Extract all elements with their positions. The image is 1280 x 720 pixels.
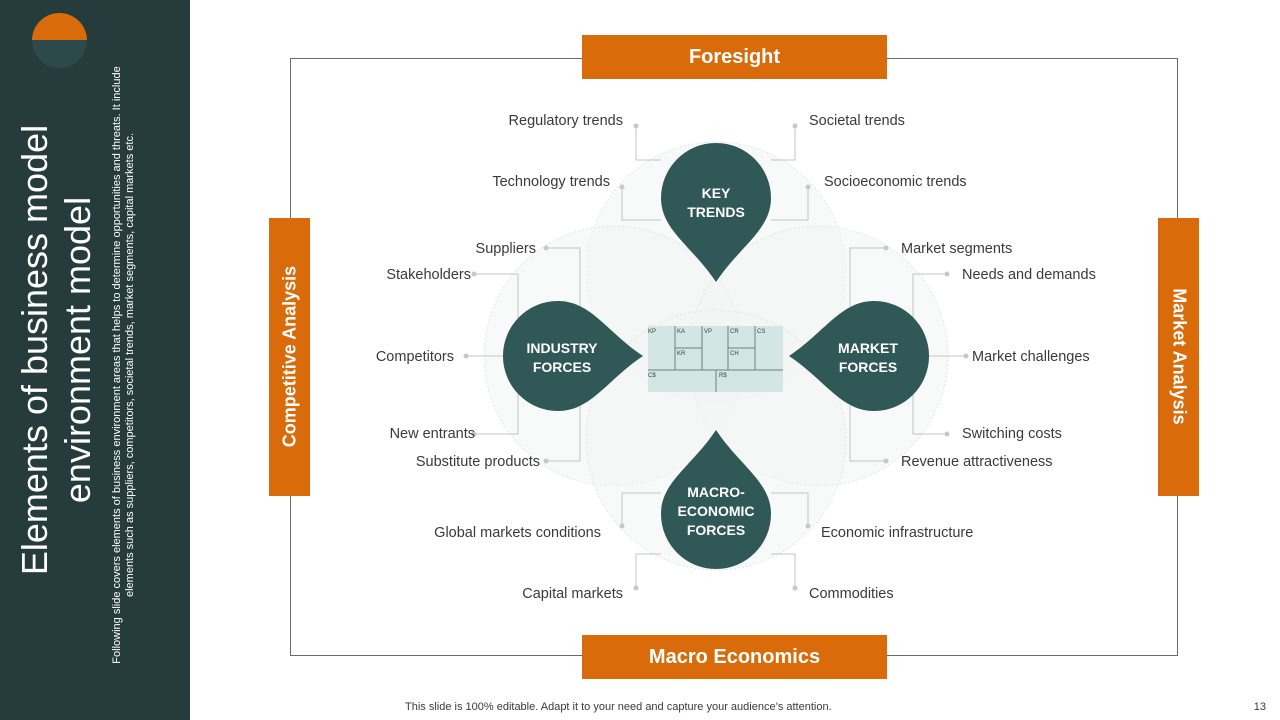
connector-dots	[463, 123, 969, 591]
label-socioeconomic-trends: Socioeconomic trends	[824, 174, 967, 190]
label-market-segments: Market segments	[901, 241, 1013, 257]
drop-macroeconomic-forces	[661, 430, 771, 569]
canvas-cost: C$	[648, 373, 656, 379]
market-analysis-label: Market Analysis	[1169, 288, 1190, 425]
key-trends-line1: KEY	[702, 185, 731, 201]
foresight-bar: Foresight	[582, 35, 887, 79]
label-capital-markets: Capital markets	[522, 586, 623, 602]
label-technology-trends: Technology trends	[492, 174, 610, 190]
label-global-markets-conditions: Global markets conditions	[434, 525, 601, 541]
canvas-cr: CR	[730, 329, 739, 335]
label-revenue-attractiveness: Revenue attractiveness	[901, 454, 1053, 470]
market-forces-line2: FORCES	[839, 359, 897, 375]
label-competitors: Competitors	[375, 349, 454, 365]
drop-industry-forces	[502, 301, 643, 412]
canvas-cs: CS	[757, 329, 765, 335]
label-needs-and-demands: Needs and demands	[962, 267, 1096, 283]
industry-forces-line2: FORCES	[533, 359, 591, 375]
market-forces-line1: MARKET	[838, 340, 898, 356]
footer-note: This slide is 100% editable. Adapt it to…	[405, 701, 832, 713]
competitive-analysis-label: Competitive Analysis	[279, 265, 300, 448]
decorative-circle-icon	[32, 13, 87, 68]
canvas-ka: KA	[677, 329, 685, 335]
label-stakeholders: Stakeholders	[386, 267, 471, 283]
label-new-entrants: New entrants	[389, 426, 475, 442]
label-regulatory-trends: Regulatory trends	[508, 113, 623, 129]
business-model-canvas-icon: KP KA VP CR CS KR CH C$ R$	[648, 326, 783, 392]
key-trends-line2: TRENDS	[687, 204, 745, 220]
canvas-revenue: R$	[719, 373, 727, 379]
page-number: 13	[1253, 701, 1266, 713]
canvas-vp: VP	[704, 329, 712, 335]
market-analysis-bar: Market Analysis	[1158, 218, 1199, 496]
label-commodities: Commodities	[809, 586, 894, 602]
label-suppliers: Suppliers	[475, 241, 536, 257]
sidebar-panel: Elements of business model environment m…	[0, 0, 190, 720]
canvas-kp: KP	[648, 329, 656, 335]
label-substitute-products: Substitute products	[415, 454, 540, 470]
macro-forces-line1: MACRO-	[687, 484, 745, 500]
macro-forces-line3: FORCES	[687, 522, 745, 538]
canvas-kr: KR	[677, 351, 686, 357]
canvas-ch: CH	[730, 351, 739, 357]
macro-economics-bar: Macro Economics	[582, 635, 887, 679]
label-societal-trends: Societal trends	[809, 113, 905, 129]
label-economic-infrastructure: Economic infrastructure	[821, 525, 974, 541]
label-switching-costs: Switching costs	[962, 426, 1062, 442]
competitive-analysis-bar: Competitive Analysis	[269, 218, 310, 496]
label-market-challenges: Market challenges	[972, 349, 1090, 365]
drop-key-trends	[661, 143, 771, 282]
macro-forces-line2: ECONOMIC	[678, 503, 755, 519]
drop-market-forces	[789, 301, 930, 412]
industry-forces-line1: INDUSTRY	[526, 340, 598, 356]
